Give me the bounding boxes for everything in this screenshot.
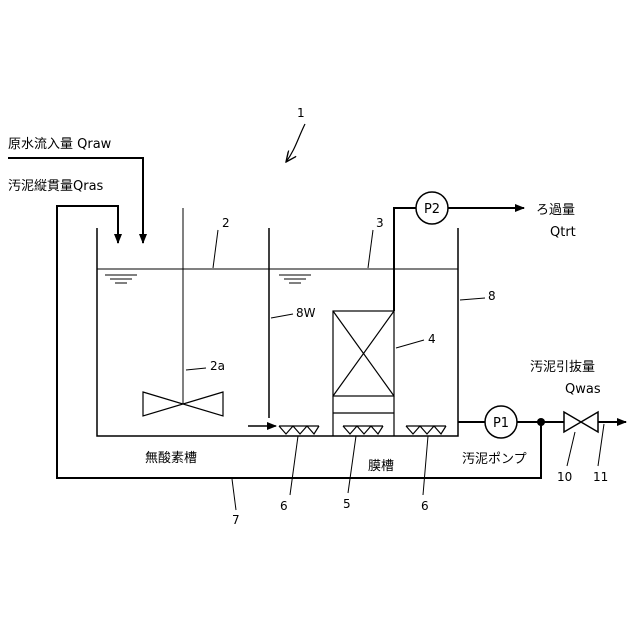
junction-dot [537, 418, 545, 426]
filtrate-flow-label: ろ過量 [536, 203, 575, 218]
membrane-tank-number: 3 [376, 216, 384, 230]
diffuser-main-number: 5 [343, 497, 351, 511]
sludge-pump-caption: 汚泥ポンプ [462, 452, 527, 467]
filtrate-pump: P2 [416, 192, 448, 224]
water-level-symbol-anoxic [105, 275, 137, 283]
withdrawal-valve [564, 412, 598, 432]
diffuser-right [406, 426, 446, 434]
partition-number: 8W [296, 306, 316, 320]
sludge-return-label: 汚泥縦貫量Qras [8, 179, 104, 194]
sludge-withdrawal-symbol: Qwas [565, 382, 601, 397]
sludge-pump: P1 [485, 406, 517, 438]
diffuser-left [279, 426, 319, 434]
filtrate-pump-label: P2 [424, 202, 440, 217]
tank-wall-number: 8 [488, 289, 496, 303]
diffuser-left-number: 6 [280, 499, 288, 513]
mixer-number: 2a [210, 359, 225, 373]
diffuser-right-number: 6 [421, 499, 429, 513]
membrane-module [333, 311, 394, 436]
membrane-module-number: 4 [428, 332, 436, 346]
valve-number: 10 [557, 470, 572, 484]
water-level-symbol-membrane [279, 275, 311, 283]
return-line-number: 7 [232, 513, 240, 527]
system-leader-line [286, 124, 305, 162]
membrane-tank-label: 膜槽 [368, 459, 394, 474]
filtrate-line [394, 208, 416, 311]
anoxic-tank-number: 2 [222, 216, 230, 230]
tank-outline [97, 228, 458, 436]
outlet-number: 11 [593, 470, 608, 484]
diffuser-center [343, 426, 383, 434]
raw-water-inflow-line [8, 158, 143, 243]
sludge-withdrawal-label: 汚泥引抜量 [530, 359, 595, 375]
sludge-return-line [57, 206, 541, 478]
anoxic-tank-label: 無酸素槽 [145, 451, 197, 466]
raw-water-inflow-label: 原水流入量 Qraw [8, 137, 112, 152]
system-number-label: 1 [297, 106, 305, 120]
filtrate-symbol-label: Qtrt [550, 225, 576, 240]
sludge-pump-label: P1 [493, 416, 509, 431]
